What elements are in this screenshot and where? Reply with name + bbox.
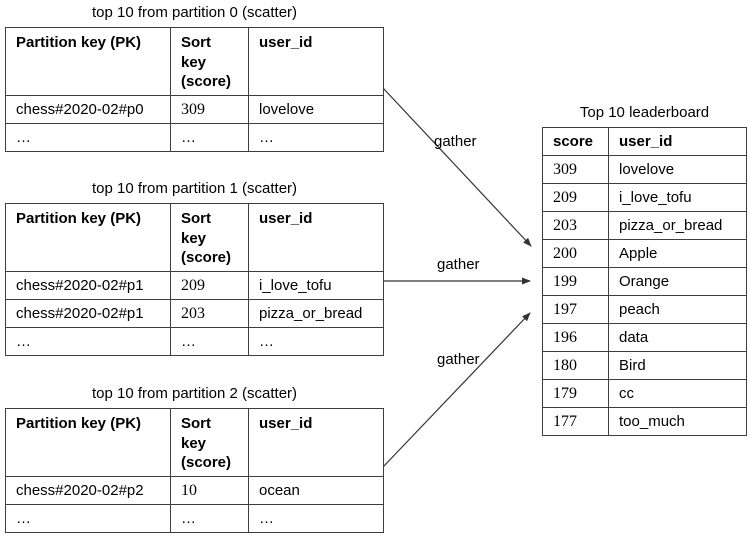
table-cell: 309 xyxy=(170,95,249,124)
column-header-user-id: user_id xyxy=(248,408,384,477)
partition-1-section: top 10 from partition 1 (scatter) Partit… xyxy=(5,179,384,356)
table-cell: … xyxy=(248,123,384,152)
leaderboard-title: Top 10 leaderboard xyxy=(579,104,710,121)
table-cell: 203 xyxy=(542,211,609,240)
gather-label-0: gather xyxy=(434,133,477,150)
partition-2-table: Partition key (PK) Sort key (score) user… xyxy=(5,408,384,533)
table-cell: chess#2020-02#p1 xyxy=(5,271,171,300)
partition-1-title: top 10 from partition 1 (scatter) xyxy=(91,180,298,197)
table-cell: … xyxy=(170,327,249,356)
column-header-partition-key: Partition key (PK) xyxy=(5,203,171,272)
partition-0-table: Partition key (PK) Sort key (score) user… xyxy=(5,27,384,152)
table-cell: pizza_or_bread xyxy=(608,211,747,240)
gather-arrow-from-partition-0 xyxy=(382,87,532,247)
table-cell: 203 xyxy=(170,299,249,328)
table-cell: 196 xyxy=(542,323,609,352)
table-row: ……… xyxy=(5,123,384,152)
table-cell: … xyxy=(248,327,384,356)
table-cell: 197 xyxy=(542,295,609,324)
gather-arrow-from-partition-2 xyxy=(382,312,531,468)
column-header-partition-key: Partition key (PK) xyxy=(5,408,171,477)
table-cell: Orange xyxy=(608,267,747,296)
table-cell: 209 xyxy=(170,271,249,300)
table-cell: cc xyxy=(608,379,747,408)
table-cell: peach xyxy=(608,295,747,324)
column-header-sort-key: Sort key (score) xyxy=(170,408,249,477)
column-header-sort-key: Sort key (score) xyxy=(170,27,249,96)
table-cell: 309 xyxy=(542,155,609,184)
table-cell: 177 xyxy=(542,407,609,436)
table-cell: 199 xyxy=(542,267,609,296)
partition-2-title: top 10 from partition 2 (scatter) xyxy=(91,385,298,402)
table-header-row: Partition key (PK) Sort key (score) user… xyxy=(5,203,384,272)
table-cell: Bird xyxy=(608,351,747,380)
table-cell: ocean xyxy=(248,476,384,505)
table-header-row: score user_id xyxy=(542,127,747,156)
column-header-partition-key: Partition key (PK) xyxy=(5,27,171,96)
column-header-user-id: user_id xyxy=(248,27,384,96)
table-cell: … xyxy=(248,504,384,533)
table-cell: data xyxy=(608,323,747,352)
table-cell: too_much xyxy=(608,407,747,436)
gather-label-1: gather xyxy=(437,256,480,273)
column-header-score: score xyxy=(542,127,609,156)
table-cell: lovelove xyxy=(248,95,384,124)
table-cell: lovelove xyxy=(608,155,747,184)
gather-label-2: gather xyxy=(437,351,480,368)
table-header-row: Partition key (PK) Sort key (score) user… xyxy=(5,27,384,96)
table-cell: 209 xyxy=(542,183,609,212)
column-header-sort-key: Sort key (score) xyxy=(170,203,249,272)
table-cell: … xyxy=(5,327,171,356)
table-cell: 179 xyxy=(542,379,609,408)
partition-2-section: top 10 from partition 2 (scatter) Partit… xyxy=(5,384,384,533)
table-cell: 10 xyxy=(170,476,249,505)
table-cell: chess#2020-02#p2 xyxy=(5,476,171,505)
table-cell: i_love_tofu xyxy=(608,183,747,212)
table-cell: 180 xyxy=(542,351,609,380)
column-header-user-id: user_id xyxy=(248,203,384,272)
table-cell: chess#2020-02#p1 xyxy=(5,299,171,328)
table-cell: … xyxy=(170,504,249,533)
table-header-row: Partition key (PK) Sort key (score) user… xyxy=(5,408,384,477)
partition-0-title: top 10 from partition 0 (scatter) xyxy=(91,4,298,21)
table-cell: 200 xyxy=(542,239,609,268)
table-row: ……… xyxy=(5,327,384,356)
table-cell: … xyxy=(170,123,249,152)
table-cell: chess#2020-02#p0 xyxy=(5,95,171,124)
table-cell: Apple xyxy=(608,239,747,268)
partition-0-section: top 10 from partition 0 (scatter) Partit… xyxy=(5,3,384,152)
table-row: ……… xyxy=(5,504,384,533)
table-cell: pizza_or_bread xyxy=(248,299,384,328)
table-cell: i_love_tofu xyxy=(248,271,384,300)
table-cell: … xyxy=(5,504,171,533)
table-cell: … xyxy=(5,123,171,152)
partition-1-table: Partition key (PK) Sort key (score) user… xyxy=(5,203,384,356)
column-header-user-id: user_id xyxy=(608,127,747,156)
